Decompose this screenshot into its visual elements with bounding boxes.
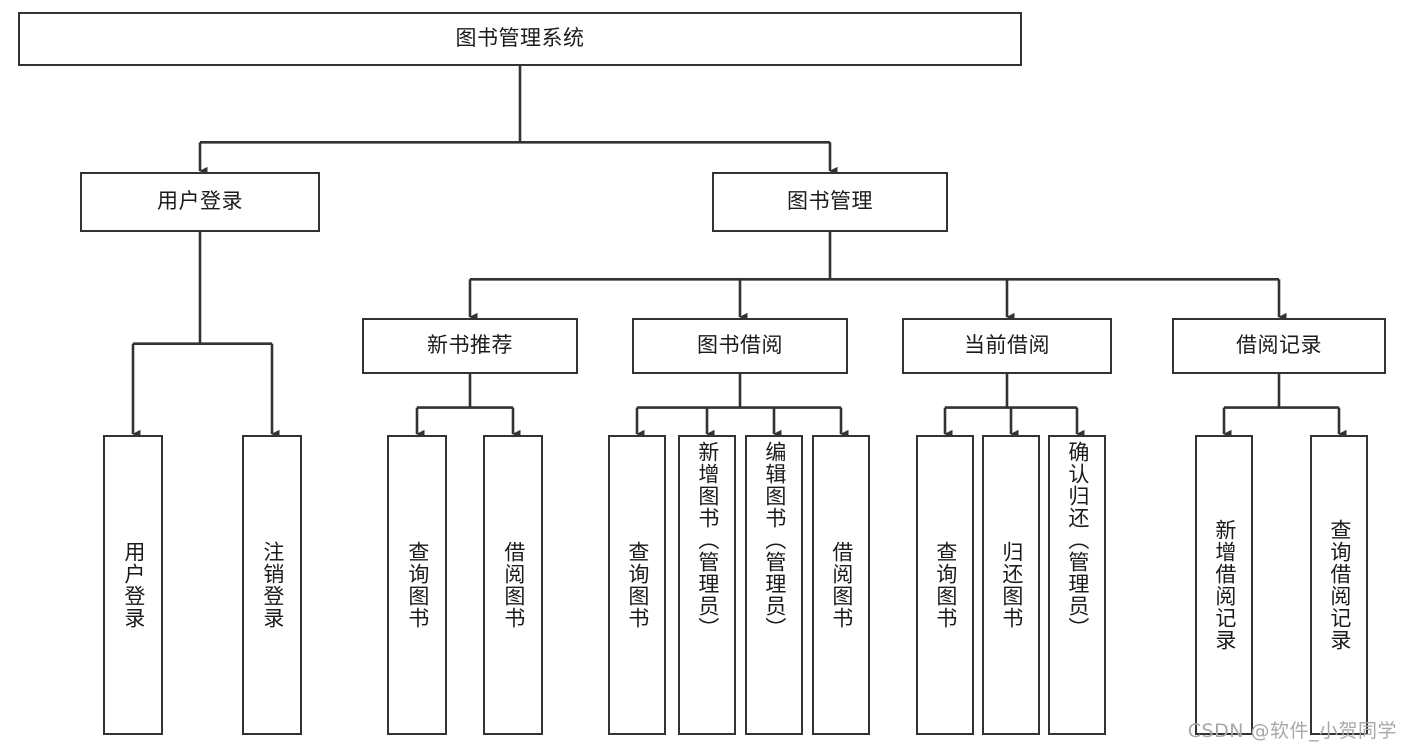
leaf-query-book-2-label: 查询图书 (625, 541, 650, 629)
node-root[interactable]: 图书管理系统 (18, 12, 1022, 66)
leaf-query-book-3[interactable]: 查询图书 (916, 435, 974, 735)
watermark: CSDN @软件_小贺同学 (1187, 720, 1397, 742)
leaf-logout[interactable]: 注销登录 (242, 435, 302, 735)
leaf-query-book-1[interactable]: 查询图书 (387, 435, 447, 735)
leaf-add-book-admin[interactable]: 新增图书（管理员） (678, 435, 736, 735)
leaf-return-book[interactable]: 归还图书 (982, 435, 1040, 735)
leaf-borrow-book-1[interactable]: 借阅图书 (483, 435, 543, 735)
node-new-book-recommend[interactable]: 新书推荐 (362, 318, 578, 374)
leaf-query-borrow-record-label: 查询借阅记录 (1327, 519, 1352, 651)
node-user-login[interactable]: 用户登录 (80, 172, 320, 232)
node-book-borrow-label: 图书借阅 (697, 333, 783, 358)
leaf-add-borrow-record-label: 新增借阅记录 (1212, 519, 1237, 651)
node-book-manage[interactable]: 图书管理 (712, 172, 948, 232)
leaf-edit-book-admin[interactable]: 编辑图书（管理员） (745, 435, 803, 735)
leaf-query-borrow-record[interactable]: 查询借阅记录 (1310, 435, 1368, 735)
leaf-user-login[interactable]: 用户登录 (103, 435, 163, 735)
node-root-label: 图书管理系统 (455, 26, 585, 51)
node-new-book-recommend-label: 新书推荐 (427, 333, 513, 358)
node-borrow-record[interactable]: 借阅记录 (1172, 318, 1386, 374)
leaf-borrow-book-2-label: 借阅图书 (829, 541, 854, 629)
node-book-borrow[interactable]: 图书借阅 (632, 318, 848, 374)
leaf-query-book-1-label: 查询图书 (405, 541, 430, 629)
leaf-query-book-2[interactable]: 查询图书 (608, 435, 666, 735)
leaf-borrow-book-2[interactable]: 借阅图书 (812, 435, 870, 735)
node-book-manage-label: 图书管理 (787, 189, 873, 214)
node-borrow-record-label: 借阅记录 (1236, 333, 1322, 358)
node-user-login-label: 用户登录 (157, 189, 243, 214)
node-current-borrow-label: 当前借阅 (964, 333, 1050, 358)
leaf-query-book-3-label: 查询图书 (933, 541, 958, 629)
leaf-add-book-admin-label: 新增图书（管理员） (695, 441, 720, 639)
leaf-confirm-return-admin[interactable]: 确认归还（管理员） (1048, 435, 1106, 735)
leaf-borrow-book-1-label: 借阅图书 (501, 541, 526, 629)
leaf-user-login-label: 用户登录 (121, 541, 146, 629)
leaf-logout-label: 注销登录 (260, 541, 285, 629)
leaf-edit-book-admin-label: 编辑图书（管理员） (762, 441, 787, 639)
leaf-confirm-return-admin-label: 确认归还（管理员） (1065, 441, 1090, 639)
leaf-add-borrow-record[interactable]: 新增借阅记录 (1195, 435, 1253, 735)
node-current-borrow[interactable]: 当前借阅 (902, 318, 1112, 374)
leaf-return-book-label: 归还图书 (999, 541, 1024, 629)
